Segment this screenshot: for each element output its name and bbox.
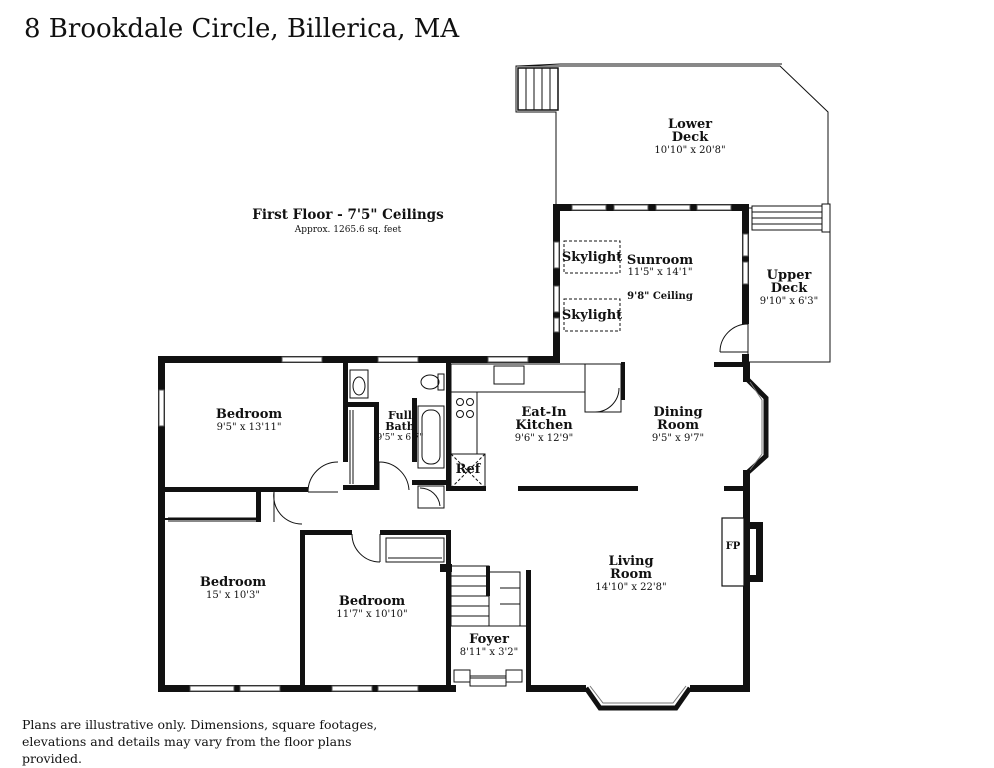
room-name: Deck bbox=[672, 130, 709, 145]
room-kitchen: Eat-In Kitchen 9'6" x 12'9" Ref bbox=[456, 405, 574, 477]
room-bedroom-2: Bedroom 15' x 10'3" bbox=[200, 575, 267, 601]
room-name: Kitchen bbox=[515, 418, 573, 433]
room-bedroom-1: Bedroom 9'5" x 13'11" bbox=[216, 407, 283, 433]
room-upper-deck: Upper Deck 9'10" x 6'3" bbox=[760, 268, 819, 307]
room-name: Room bbox=[657, 418, 699, 433]
room-dimensions: 11'7" x 10'10" bbox=[336, 609, 407, 620]
room-bedroom-3: Bedroom 11'7" x 10'10" bbox=[336, 594, 407, 620]
room-dimensions: 11'5" x 14'1" bbox=[628, 267, 693, 278]
room-name: Foyer bbox=[469, 632, 509, 647]
fireplace-label: FP bbox=[726, 541, 741, 552]
floor-info: First Floor - 7'5" Ceilings Approx. 1265… bbox=[252, 207, 444, 235]
fireplace-hearth bbox=[721, 517, 745, 587]
ceiling-note: 9'8" Ceiling bbox=[627, 291, 693, 302]
room-name: Eat-In bbox=[521, 405, 567, 420]
room-dimensions: 10'10" x 20'8" bbox=[654, 145, 725, 156]
room-name: Bath bbox=[385, 420, 415, 433]
room-name: Deck bbox=[771, 281, 808, 296]
skylight-label: Skylight bbox=[562, 250, 622, 265]
room-dimensions: 9'10" x 6'3" bbox=[760, 296, 819, 307]
floor-label: First Floor - 7'5" Ceilings bbox=[252, 207, 444, 223]
room-dimensions: 14'10" x 22'8" bbox=[595, 582, 666, 593]
refrigerator-label: Ref bbox=[456, 462, 482, 477]
floor-area: Approx. 1265.6 sq. feet bbox=[294, 225, 402, 235]
room-lower-deck: Lower Deck 10'10" x 20'8" bbox=[654, 117, 725, 156]
room-dimensions: 8'11" x 3'2" bbox=[460, 647, 519, 658]
room-name: Full bbox=[388, 409, 412, 422]
lower-deck-outline bbox=[515, 63, 829, 230]
room-name: Dining bbox=[653, 405, 702, 420]
page-title: 8 Brookdale Circle, Billerica, MA bbox=[24, 14, 460, 44]
disclaimer-text: Plans are illustrative only. Dimensions,… bbox=[22, 717, 378, 766]
room-dimensions: 15' x 10'3" bbox=[206, 590, 260, 601]
room-dimensions: 9'5" x 13'11" bbox=[217, 422, 282, 433]
sunroom-walls bbox=[553, 204, 749, 364]
upper-deck-outline bbox=[748, 203, 831, 363]
room-name: Living bbox=[608, 554, 653, 569]
room-name: Bedroom bbox=[339, 594, 406, 609]
room-foyer: Foyer 8'11" x 3'2" bbox=[460, 632, 519, 658]
room-name: Bedroom bbox=[200, 575, 267, 590]
room-dimensions: 9'5" x 6'7" bbox=[377, 433, 424, 443]
room-dining: Dining Room 9'5" x 9'7" bbox=[652, 405, 704, 444]
room-dimensions: 9'6" x 12'9" bbox=[515, 433, 574, 444]
room-sunroom: Sunroom 11'5" x 14'1" 9'8" Ceiling Skyli… bbox=[562, 250, 694, 323]
room-dimensions: 9'5" x 9'7" bbox=[652, 433, 704, 444]
room-name: Upper bbox=[767, 268, 812, 283]
bay-windows bbox=[583, 376, 769, 711]
room-name: Lower bbox=[668, 117, 712, 132]
skylight-label: Skylight bbox=[562, 308, 622, 323]
room-name: Room bbox=[610, 567, 652, 582]
room-full-bath: Full Bath 9'5" x 6'7" bbox=[377, 409, 424, 443]
interior-walls bbox=[158, 360, 744, 690]
main-exterior-walls bbox=[158, 356, 763, 692]
room-living: Living Room 14'10" x 22'8" FP bbox=[595, 541, 740, 593]
room-name: Bedroom bbox=[216, 407, 283, 422]
room-name: Sunroom bbox=[627, 253, 693, 268]
